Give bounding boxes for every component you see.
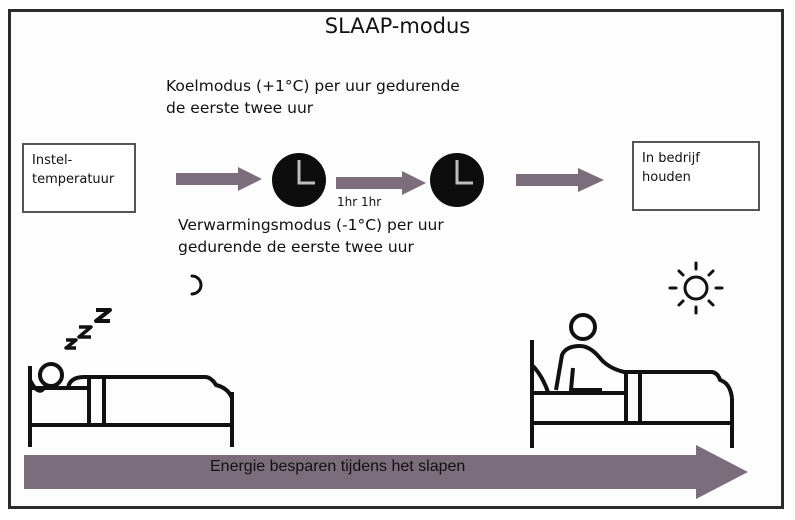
sun-icon <box>668 261 724 315</box>
cooling-note-line1: Koelmodus (+1°C) per uur gedurende <box>166 77 460 95</box>
heating-note-line1: Verwarmingsmodus (-1°C) per uur <box>178 216 444 234</box>
diagram-title: SLAAP-modus <box>324 14 471 38</box>
cooling-note: Koelmodus (+1°C) per uur gedurende de ee… <box>166 75 460 119</box>
start-box-line1: Instel- <box>32 153 73 168</box>
keep-running-box: In bedrijf houden <box>632 141 760 211</box>
clock-icon <box>430 153 484 207</box>
interval-label: 1hr 1hr <box>337 195 382 209</box>
arrow-icon <box>516 168 604 192</box>
heating-note: Verwarmingsmodus (-1°C) per uur gedurend… <box>178 214 444 258</box>
start-temperature-box: Instel- temperatuur <box>22 143 136 213</box>
end-box-line2: houden <box>642 170 691 185</box>
cooling-note-line2: de eerste twee uur <box>166 99 314 117</box>
awake-person-icon <box>530 313 734 448</box>
arrow-icon <box>336 171 426 195</box>
sleeping-person-icon <box>28 308 234 447</box>
clock-icon <box>272 153 326 207</box>
energy-saving-label: Energie besparen tijdens het slapen <box>210 458 466 475</box>
end-box-line1: In bedrijf <box>642 151 700 166</box>
start-box-line2: temperatuur <box>32 172 115 187</box>
moon-icon <box>190 274 203 296</box>
energy-saving-arrow <box>24 445 748 499</box>
heating-note-line2: gedurende de eerste twee uur <box>178 238 414 256</box>
arrow-icon <box>176 167 262 191</box>
